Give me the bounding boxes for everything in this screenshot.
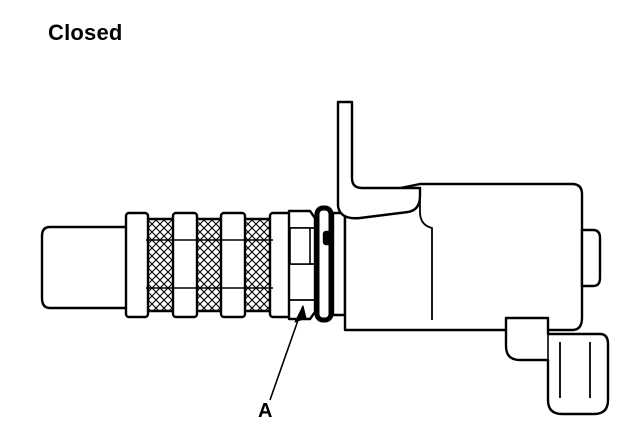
spool-land-3 [219,211,247,319]
hex-nut-face [289,227,311,265]
callout-leader-line [269,305,304,401]
electrical-connector [504,316,610,416]
spool-tip [40,225,134,310]
collar-hole [322,230,334,246]
filter-screen-1 [144,217,178,313]
connector-latch [559,342,591,398]
rear-cap [580,228,602,288]
o-ring [314,205,334,323]
callout-arrowhead [294,305,307,323]
callout-label-a: A [258,400,273,422]
spool-land-2 [171,211,199,319]
diagram-title: Closed [48,20,123,45]
spool-land-1 [124,211,150,319]
body-collar [331,211,347,317]
mounting-bracket [336,100,422,220]
housing-inner-line [419,196,433,320]
filter-screen-3 [241,217,275,313]
